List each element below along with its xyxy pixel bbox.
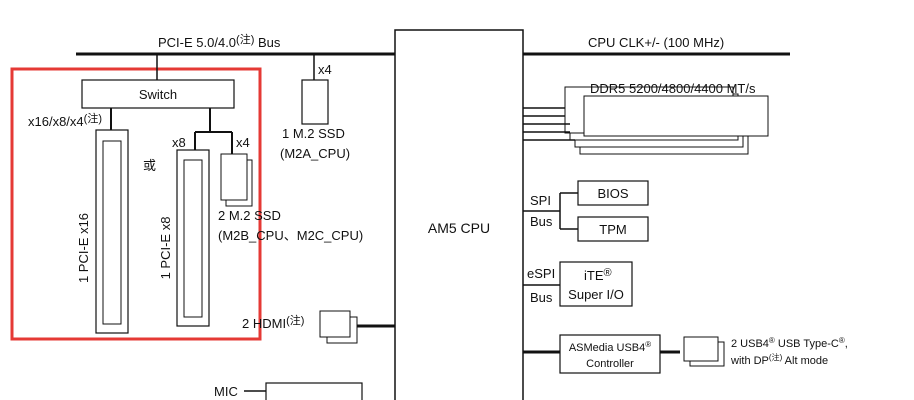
slot-x16-inner xyxy=(102,140,122,325)
usb4-desc-line1: 2 USB4® USB Type-C®, xyxy=(731,336,848,350)
m2a-lanes: x4 xyxy=(318,62,332,77)
ssd-bc-label2: (M2B_CPU、M2C_CPU) xyxy=(218,228,363,243)
highlight-frame xyxy=(10,67,262,341)
hdmi-label: 2 HDMI(注) xyxy=(242,313,304,331)
x8-label: x8 xyxy=(172,135,186,150)
spi-label2: Bus xyxy=(530,214,553,229)
slot-x8-label: 1 PCI-E x8 xyxy=(158,217,173,280)
pcie-bus-label: PCI-E 5.0/4.0(注) Bus xyxy=(158,32,281,50)
cpu-clk-label: CPU CLK+/- (100 MHz) xyxy=(588,35,724,50)
usb4-ctrl-label1: ASMedia USB4® xyxy=(569,340,651,354)
cpu-box xyxy=(394,29,524,400)
tpm-label: TPM xyxy=(599,222,626,237)
dimm-top xyxy=(583,95,769,137)
ssd-bc-front xyxy=(220,153,248,201)
bios-label: BIOS xyxy=(597,186,628,201)
usb4-desc-line2: with DP(注) Alt mode xyxy=(730,352,828,367)
ssd-bc-label1: 2 M.2 SSD xyxy=(218,208,281,223)
x4-label: x4 xyxy=(236,135,250,150)
m2a-box xyxy=(301,79,329,125)
usbc-front xyxy=(683,336,719,362)
usb4-controller-box xyxy=(559,334,661,374)
tpm-box xyxy=(577,216,649,242)
or-label: 或 xyxy=(143,158,156,173)
superio-label: Super I/O xyxy=(568,287,624,302)
lanes-label: x16/x8/x4(注) xyxy=(28,111,102,129)
cpu-label: AM5 CPU xyxy=(428,220,490,236)
switch-box xyxy=(81,79,235,109)
ite-label: iTE® xyxy=(584,267,612,283)
spi-label1: SPI xyxy=(530,193,551,208)
mic-label: MIC xyxy=(214,384,238,399)
m2a-label2: (M2A_CPU) xyxy=(280,146,350,161)
espi-label1: eSPI xyxy=(527,266,555,281)
slot-x16-label: 1 PCI-E x16 xyxy=(76,213,91,283)
slot-x8-inner xyxy=(183,159,203,318)
mic-box xyxy=(265,382,363,400)
espi-label2: Bus xyxy=(530,290,553,305)
hdmi-front xyxy=(319,310,351,338)
switch-label: Switch xyxy=(139,87,177,102)
usb4-ctrl-label2: Controller xyxy=(586,358,634,370)
memory-label: DDR5 5200/4800/4400 MT/s xyxy=(590,81,756,96)
superio-box xyxy=(559,261,633,307)
bios-box xyxy=(577,180,649,206)
m2a-label1: 1 M.2 SSD xyxy=(282,126,345,141)
